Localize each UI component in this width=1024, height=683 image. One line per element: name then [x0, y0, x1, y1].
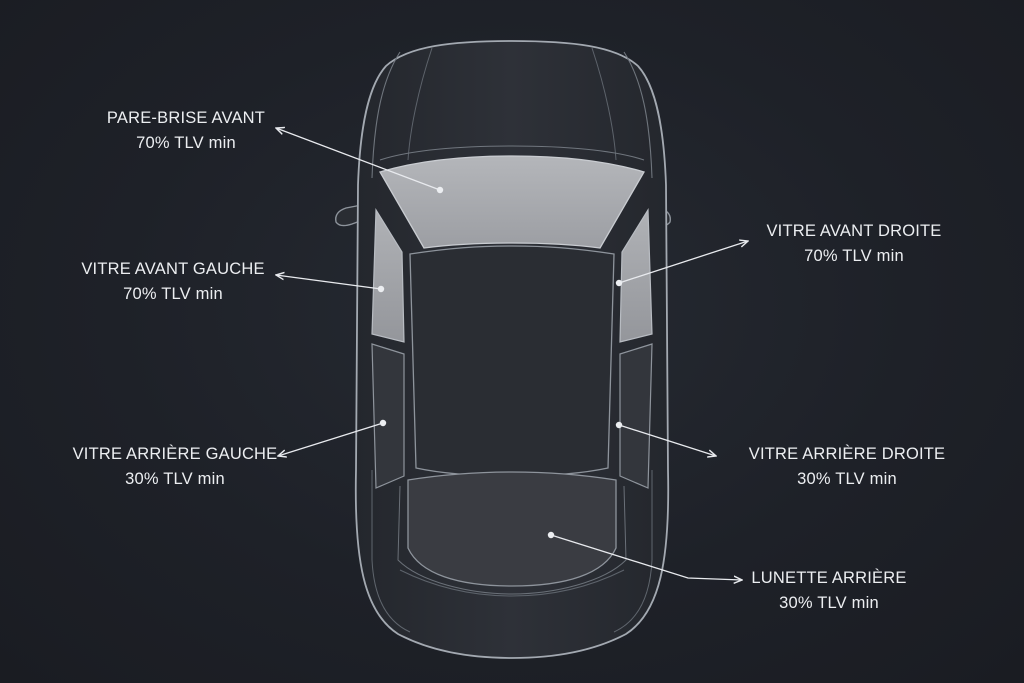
label-vitre-avant-gauche: VITRE AVANT GAUCHE 70% TLV min [70, 257, 276, 307]
label-vitre-avant-droite: VITRE AVANT DROITE 70% TLV min [752, 219, 956, 269]
leader-lunette-arriere [550, 534, 742, 580]
zone-name: VITRE ARRIÈRE DROITE [748, 445, 946, 463]
zone-value: 30% TLV min [797, 470, 897, 488]
zone-value: 30% TLV min [779, 594, 879, 612]
leader-pare-brise-avant [276, 128, 441, 191]
right-front-window [619, 207, 653, 343]
zone-value: 70% TLV min [136, 134, 236, 152]
label-pare-brise-avant: PARE-BRISE AVANT 70% TLV min [98, 106, 274, 156]
label-vitre-arriere-gauche: VITRE ARRIÈRE GAUCHE 30% TLV min [72, 442, 278, 492]
left-front-window [371, 207, 405, 343]
roof [409, 245, 615, 477]
zone-name: LUNETTE ARRIÈRE [751, 569, 907, 587]
right-rear-window [619, 343, 653, 489]
zone-name: VITRE AVANT DROITE [766, 222, 942, 240]
zone-value: 30% TLV min [125, 470, 225, 488]
zone-value: 70% TLV min [804, 247, 904, 265]
label-vitre-arriere-droite: VITRE ARRIÈRE DROITE 30% TLV min [742, 442, 952, 492]
left-rear-window [371, 343, 405, 489]
label-lunette-arriere: LUNETTE ARRIÈRE 30% TLV min [744, 566, 914, 616]
leader-vitre-avant-gauche [276, 275, 382, 290]
leader-lines [276, 128, 748, 580]
leader-dots [377, 186, 623, 539]
rear-window [407, 471, 617, 587]
leader-vitre-arriere-gauche [278, 422, 384, 456]
leader-vitre-avant-droite [618, 241, 748, 284]
windshield [379, 155, 645, 249]
zone-name: VITRE ARRIÈRE GAUCHE [72, 445, 278, 463]
zone-name: VITRE AVANT GAUCHE [81, 260, 265, 278]
zone-name: PARE-BRISE AVANT [106, 109, 266, 127]
zone-value: 70% TLV min [123, 285, 223, 303]
leader-vitre-arriere-droite [618, 424, 716, 456]
